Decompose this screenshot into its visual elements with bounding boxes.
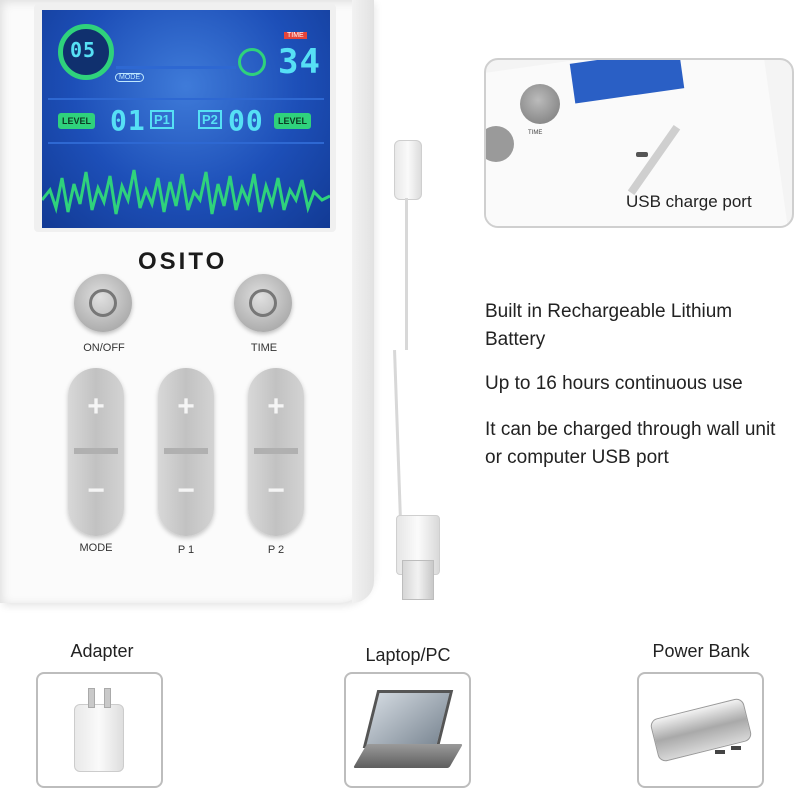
waveform-graphic — [42, 169, 330, 215]
inset-time-label: TIME — [528, 130, 543, 136]
rocker-divider — [74, 448, 118, 454]
clock-icon — [249, 289, 277, 317]
mode-rocker[interactable]: + − — [68, 368, 124, 536]
power-button[interactable] — [74, 274, 132, 332]
inset-caption: USB charge port — [626, 192, 752, 211]
on-off-label: ON/OFF — [83, 342, 125, 354]
mode-minus-button[interactable]: − — [87, 474, 105, 507]
lcd-screen: 05 MODE TIME 34 LEVEL 01 P1 P2 00 LEVEL — [42, 10, 330, 228]
p1-minus-button[interactable]: − — [177, 474, 195, 507]
power-bank-port — [731, 746, 741, 750]
power-icon — [89, 289, 117, 317]
mode-ring-icon — [58, 24, 114, 80]
p1-rocker[interactable]: + − — [158, 368, 214, 536]
brand-logo: OSITO — [138, 248, 228, 275]
mode-label-text: MODE — [79, 542, 113, 554]
inset-rocker-icon — [486, 126, 514, 162]
power-bank-icon — [649, 697, 753, 763]
time-button[interactable] — [234, 274, 292, 332]
device-side-edge — [352, 0, 374, 603]
usb-port-inset: TIME USB charge port — [484, 58, 794, 228]
source-label-adapter: Adapter — [70, 641, 134, 661]
timer-tag: TIME — [284, 32, 307, 39]
p2-plus-button[interactable]: + — [267, 390, 285, 423]
p1-level-tag: LEVEL — [58, 113, 96, 129]
rocker-divider — [254, 448, 298, 454]
screen-divider — [116, 66, 236, 69]
mode-label: MODE — [115, 73, 144, 82]
feature-charging: It can be charged through wall unit or c… — [485, 419, 776, 468]
p1-plus-button[interactable]: + — [177, 390, 195, 423]
laptop-icon — [362, 690, 454, 748]
rocker-divider — [164, 448, 208, 454]
inset-time-button-icon — [520, 84, 560, 124]
source-box-adapter — [36, 672, 163, 788]
feature-hours: Up to 16 hours continuous use — [485, 373, 743, 394]
p2-label: P 2 — [267, 544, 285, 556]
wall-adapter-icon — [74, 704, 124, 772]
p2-level-tag: LEVEL — [274, 113, 312, 129]
feature-battery: Built in Rechargeable Lithium Battery — [485, 301, 733, 350]
screen-divider-top — [48, 98, 324, 100]
screen-divider-bottom — [48, 142, 324, 144]
source-label-power-bank: Power Bank — [652, 641, 750, 661]
p2-value: 00 — [228, 104, 264, 137]
usb-cable — [405, 198, 408, 350]
p2-minus-button[interactable]: − — [267, 474, 285, 507]
adapter-prong — [88, 688, 95, 708]
usb-a-tip — [402, 560, 434, 600]
timer-clock-icon — [238, 48, 266, 76]
p1-label: P 1 — [177, 544, 195, 556]
p1-value: 01 — [110, 104, 146, 137]
p1-tag: P1 — [150, 110, 174, 129]
adapter-prong — [104, 688, 111, 708]
p2-rocker[interactable]: + − — [248, 368, 304, 536]
usb-port-icon — [636, 152, 648, 157]
source-box-power-bank — [637, 672, 764, 788]
power-bank-port — [715, 750, 725, 754]
p2-tag: P2 — [198, 110, 222, 129]
timer-value: 34 — [278, 42, 321, 82]
usb-cable-lower — [393, 349, 402, 521]
mode-value: 05 — [70, 38, 97, 62]
time-label: TIME — [250, 342, 278, 354]
source-box-laptop — [344, 672, 471, 788]
laptop-keyboard — [353, 744, 463, 768]
source-label-laptop: Laptop/PC — [365, 645, 451, 665]
mode-plus-button[interactable]: + — [87, 390, 105, 423]
micro-usb-plug-icon — [394, 140, 422, 200]
